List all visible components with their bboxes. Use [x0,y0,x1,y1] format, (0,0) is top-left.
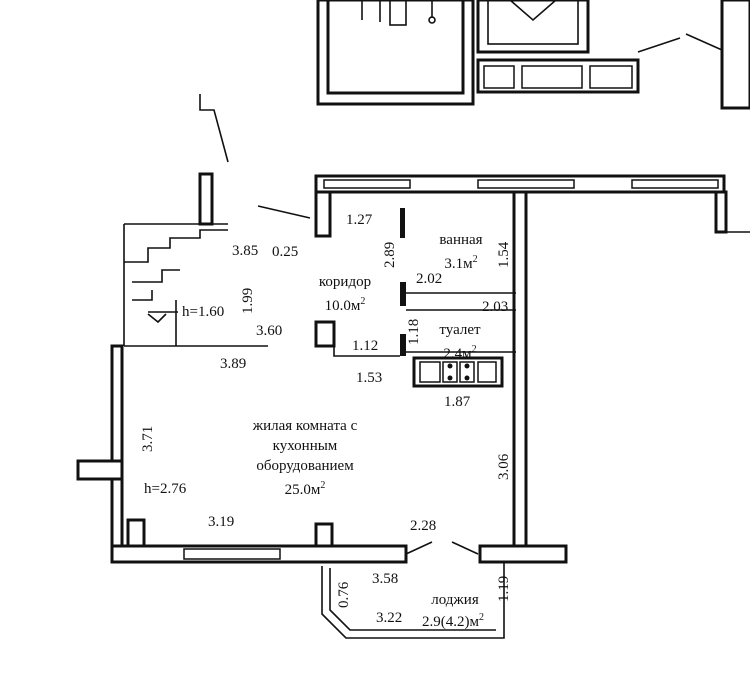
dim-1-54: 1.54 [496,241,512,268]
corridor-area: 10.0м2 [324,296,366,314]
living-room-line2: кухонным [272,438,338,454]
toilet-label: туалет 2.4м2 [420,320,500,364]
dim-1-19: 1.19 [496,575,512,602]
corridor-label: коридор 10.0м2 [300,272,390,316]
entry-outline [198,94,311,226]
dim-2-28: 2.28 [410,518,437,534]
dim-3-60: 3.60 [256,323,283,339]
loggia-outline [321,562,505,639]
apartment-walls [76,174,750,564]
upper-structure [316,0,750,110]
living-room-label: жилая комната с кухонным оборудованием 2… [225,416,385,500]
dim-0-25: 0.25 [272,244,299,260]
dim-0-76: 0.76 [336,581,352,608]
dim-2-03: 2.03 [482,299,509,315]
dim-3-19: 3.19 [208,514,235,530]
bathroom-label: ванная 3.1м2 [424,230,498,274]
living-room-area: 25.0м2 [284,480,326,498]
dim-3-71: 3.71 [140,425,156,452]
partitions [124,208,516,388]
dim-3-89: 3.89 [220,356,247,372]
dim-3-22: 3.22 [376,610,403,626]
living-room-height: h=2.76 [144,481,187,497]
corridor-name: коридор [318,274,372,290]
dim-1-12: 1.12 [352,338,379,354]
dim-3-85: 3.85 [232,243,259,259]
stairs [124,229,228,346]
dim-2-89: 2.89 [382,241,398,268]
loggia-area: 2.9(4.2)м2 [422,612,484,630]
toilet-area: 2.4м2 [443,344,477,362]
dim-3-06: 3.06 [496,453,512,480]
dim-2-02: 2.02 [416,271,443,287]
dim-1-18: 1.18 [406,318,422,345]
bathroom-area: 3.1м2 [444,254,478,272]
loggia-name: лоджия [431,592,479,608]
living-room-line1: жилая комната с [252,418,358,434]
loggia-label: лоджия [410,590,500,610]
toilet-name: туалет [439,322,481,338]
dim-1-87: 1.87 [444,394,471,410]
stairs-height: h=1.60 [182,304,225,320]
living-room-line3: оборудованием [256,458,354,474]
dim-1-27: 1.27 [346,212,373,228]
dim-3-58: 3.58 [372,571,399,587]
bathroom-name: ванная [439,232,483,248]
dim-1-53: 1.53 [356,370,383,386]
dim-1-99: 1.99 [240,287,256,314]
